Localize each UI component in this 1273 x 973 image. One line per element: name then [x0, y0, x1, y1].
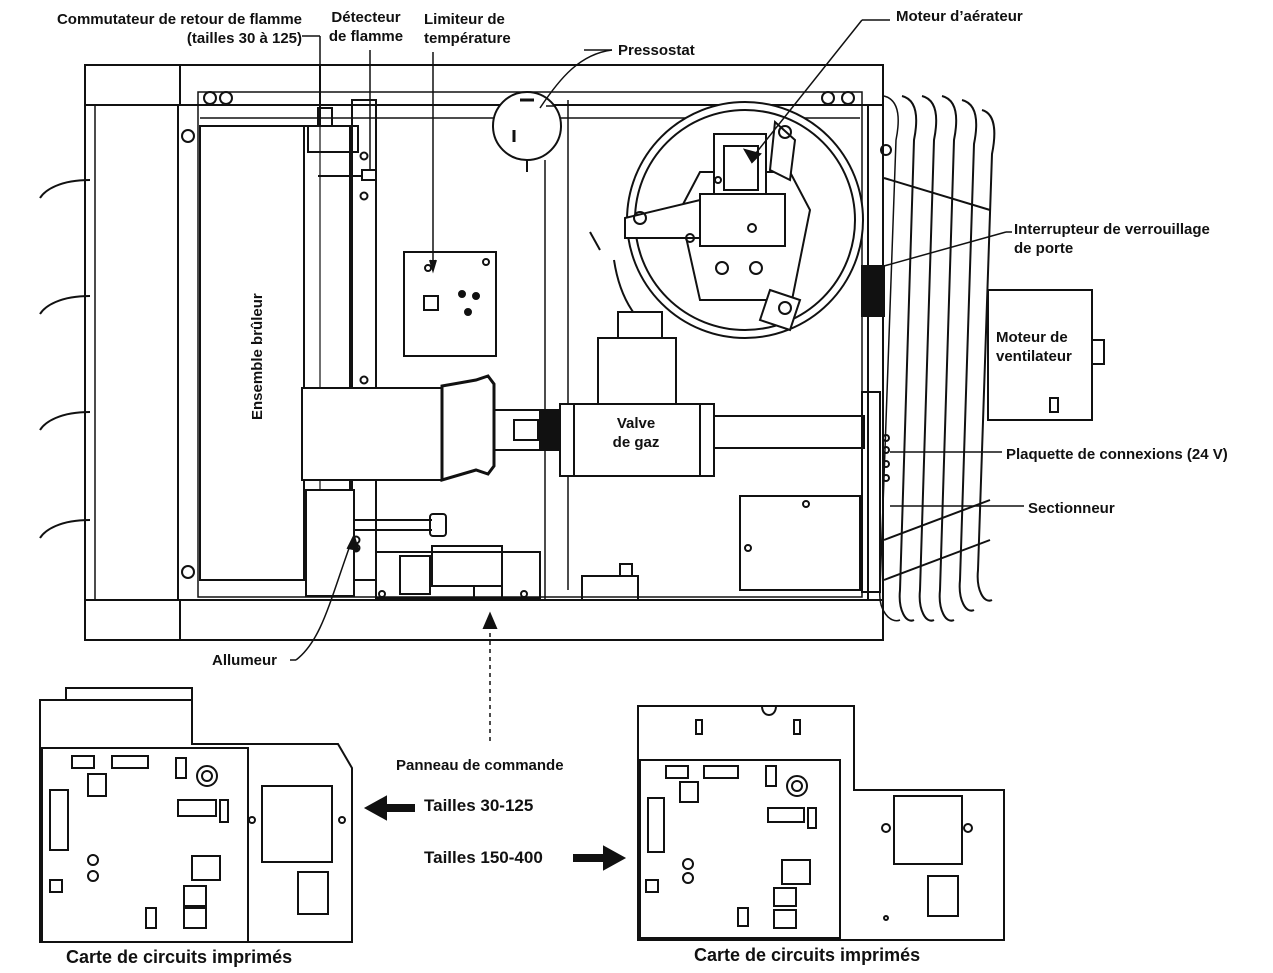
blower-motor-label: Moteur d’aérateur: [896, 8, 1023, 25]
fan-motor-label-line2: ventilateur: [996, 348, 1072, 365]
flame-detector-label: Détecteur de flamme: [318, 8, 414, 46]
front-panel: [39, 104, 179, 601]
fan-motor: [987, 289, 1105, 421]
flame-rollout-switch-label-line2: (tailles 30 à 125): [186, 30, 302, 47]
flame-rollout-switch-label: Commutateur de retour de flamme (tailles…: [8, 10, 302, 48]
burner-assembly: [199, 99, 377, 581]
gas-valve-label-line2: de gaz: [612, 434, 660, 451]
control-panel-label: Panneau de commande: [396, 757, 564, 774]
temperature-limiter: [403, 52, 497, 357]
sizes-small-label: Tailles 30-125: [424, 796, 534, 815]
pressure-switch-label: Pressostat: [618, 42, 695, 59]
gas-valve-label-line1: Valve: [616, 415, 656, 432]
gas-valve: [559, 311, 715, 477]
door-interlock-switch-label-line2: de porte: [1014, 240, 1074, 257]
door-interlock-switch: [861, 231, 1007, 317]
flame-rollout-switch: [302, 35, 359, 153]
burner-assembly-label: Ensemble brûleur: [249, 293, 266, 420]
fan-motor-label-line1: Moteur de: [996, 329, 1068, 346]
blower-motor: [589, 19, 864, 339]
temperature-limiter-label-line2: température: [424, 30, 511, 47]
flame-detector-label-line2: de flamme: [328, 28, 404, 45]
igniter-label: Allumeur: [212, 652, 278, 669]
pressure-switch: [492, 49, 613, 172]
terminal-strip: [882, 434, 1002, 482]
igniter: [295, 489, 447, 661]
gas-pipe: [301, 374, 881, 593]
fan-guard: [879, 95, 996, 622]
temperature-limiter-label: Limiteur de température: [424, 10, 511, 48]
door-interlock-switch-label-line1: Interrupteur de verrouillage: [1014, 221, 1210, 238]
circuit-board-left: [39, 687, 415, 943]
control-panel-arrow: [482, 611, 498, 742]
circuit-board-right-caption: Carte de circuits imprimés: [694, 945, 921, 965]
sizes-large-label: Tailles 150-400: [424, 848, 543, 867]
disconnect-switch-label: Sectionneur: [1028, 500, 1115, 517]
fan-motor-label: Moteur de ventilateur: [996, 328, 1072, 366]
circuit-board-right: [573, 705, 1005, 941]
flame-rollout-switch-label-line1: Commutateur de retour de flamme: [56, 11, 302, 28]
flame-detector-label-line1: Détecteur: [331, 9, 401, 26]
flame-detector: [318, 50, 377, 181]
terminal-strip-label: Plaquette de connexions (24 V): [1006, 446, 1228, 463]
door-interlock-switch-label: Interrupteur de verrouillage de porte: [1014, 220, 1210, 258]
circuit-board-left-caption: Carte de circuits imprimés: [66, 947, 293, 967]
gas-valve-label: Valve de gaz: [590, 414, 682, 452]
temperature-limiter-label-line1: Limiteur de: [424, 11, 505, 28]
